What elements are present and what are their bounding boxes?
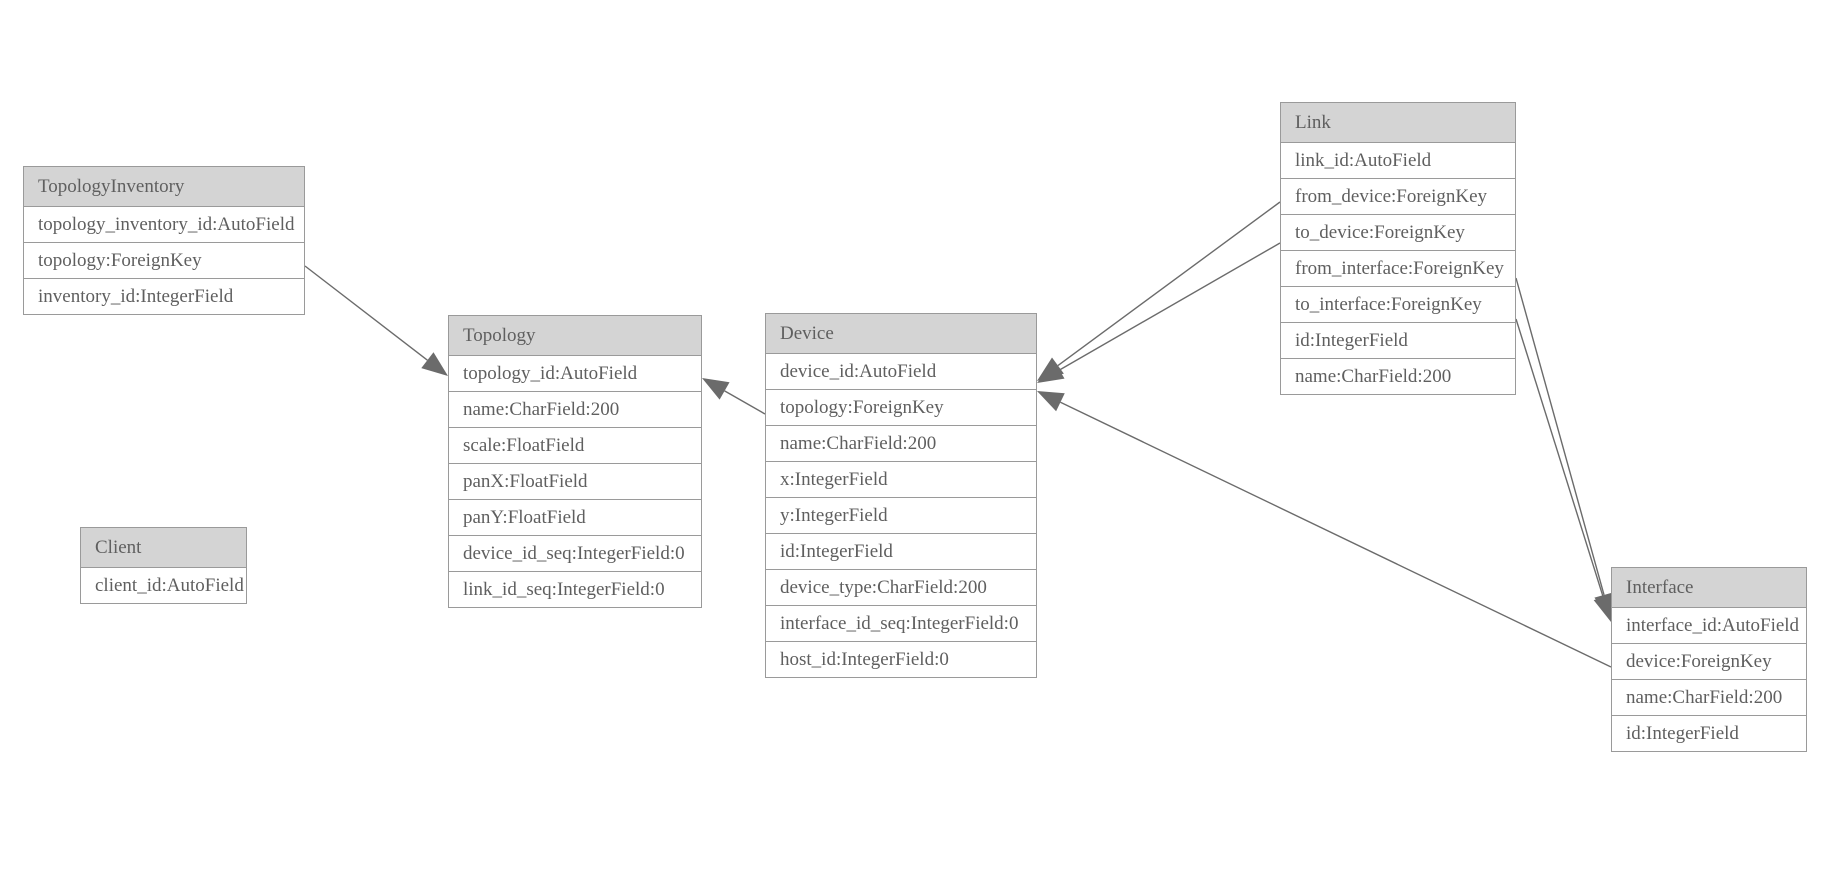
entity-field: interface_id:AutoField: [1612, 608, 1806, 644]
entity-field: device_id:AutoField: [766, 354, 1036, 390]
entity-title-topology: Topology: [449, 316, 701, 356]
entity-field: id:IntegerField: [1281, 323, 1515, 359]
relation-link-from-device: Link.from_device -> Device: [1037, 201, 1281, 381]
entity-title-client: Client: [81, 528, 246, 568]
entity-field: device_type:CharField:200: [766, 570, 1036, 606]
entity-field: host_id:IntegerField:0: [766, 642, 1036, 677]
entity-field: name:CharField:200: [1281, 359, 1515, 394]
entity-field: device_id_seq:IntegerField:0: [449, 536, 701, 572]
entity-field: topology:ForeignKey: [766, 390, 1036, 426]
entity-title-interface: Interface: [1612, 568, 1806, 608]
entity-field: id:IntegerField: [1612, 716, 1806, 751]
entity-field: name:CharField:200: [766, 426, 1036, 462]
entity-field: link_id_seq:IntegerField:0: [449, 572, 701, 607]
entity-field: topology:ForeignKey: [24, 243, 304, 279]
relation-line: [1060, 401, 1612, 668]
entity-field: link_id:AutoField: [1281, 143, 1515, 179]
entity-field: topology_inventory_id:AutoField: [24, 207, 304, 243]
relation-arrowhead: [1037, 391, 1065, 412]
entity-field: y:IntegerField: [766, 498, 1036, 534]
relation-interface-device: Interface.device -> Device: [1037, 391, 1612, 668]
relation-line: [1515, 318, 1604, 598]
entity-field: to_device:ForeignKey: [1281, 215, 1515, 251]
entity-field: client_id:AutoField: [81, 568, 246, 603]
relation-device-topology: Device.topology -> Topology: [702, 378, 766, 415]
relation-line: [1059, 242, 1281, 371]
relation-arrowhead: [1037, 361, 1065, 383]
entity-field: panX:FloatField: [449, 464, 701, 500]
entity-field: interface_id_seq:IntegerField:0: [766, 606, 1036, 642]
relation-line: [1057, 201, 1281, 367]
entity-title-topologyinventory: TopologyInventory: [24, 167, 304, 207]
entity-field: scale:FloatField: [449, 428, 701, 464]
relation-arrowhead: [1037, 357, 1064, 381]
entity-field: device:ForeignKey: [1612, 644, 1806, 680]
relation-line: [304, 265, 428, 361]
entity-field: id:IntegerField: [766, 534, 1036, 570]
entity-field: from_interface:ForeignKey: [1281, 251, 1515, 287]
relation-link-to-device: Link.to_device -> Device: [1037, 242, 1281, 383]
entity-field: topology_id:AutoField: [449, 356, 701, 392]
entity-field: from_device:ForeignKey: [1281, 179, 1515, 215]
relation-line: [1515, 277, 1605, 596]
relation-link-to-interface: Link.to_interface -> Interface: [1515, 318, 1613, 622]
entity-field: name:CharField:200: [1612, 680, 1806, 716]
relation-arrowhead: [1593, 594, 1613, 622]
relation-arrowhead: [702, 378, 730, 400]
entity-field: panY:FloatField: [449, 500, 701, 536]
relation-link-from-interface: Link.from_interface -> Interface: [1515, 277, 1614, 620]
relation-line: [724, 390, 766, 415]
entity-title-link: Link: [1281, 103, 1515, 143]
relation-topologyinventory-topology: TopologyInventory.topology -> Topology: [304, 265, 448, 376]
entity-field: inventory_id:IntegerField: [24, 279, 304, 314]
entity-field: x:IntegerField: [766, 462, 1036, 498]
entity-title-device: Device: [766, 314, 1036, 354]
relation-arrowhead: [421, 352, 448, 376]
entity-field: name:CharField:200: [449, 392, 701, 428]
entity-field: to_interface:ForeignKey: [1281, 287, 1515, 323]
